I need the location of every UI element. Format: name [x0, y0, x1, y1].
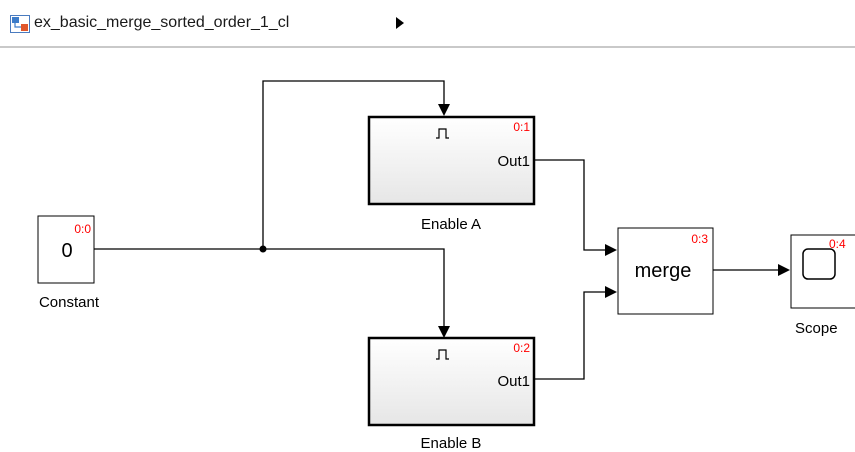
enable-a-sorted-order: 0:1	[513, 120, 530, 134]
enable-a-subsystem[interactable]: 0:1 Out1 Enable A	[367, 115, 536, 233]
arrow-merge-in1	[605, 244, 617, 256]
diagram-canvas[interactable]: 0 0:0 Constant 0:1 Out1 Enable A 0:2 Out…	[0, 48, 855, 452]
constant-value: 0	[61, 240, 72, 262]
enable-b-subsystem[interactable]: 0:2 Out1 Enable B	[367, 336, 536, 452]
chevron-right-icon[interactable]	[395, 16, 405, 30]
enable-b-name: Enable B	[421, 435, 482, 452]
enable-pulse-icon	[436, 349, 449, 360]
merge-block[interactable]: merge 0:3	[617, 227, 714, 315]
signal-lines	[94, 80, 780, 380]
toolbar-separator	[0, 46, 855, 48]
block-diagram: 0 0:0 Constant 0:1 Out1 Enable A 0:2 Out…	[37, 80, 855, 452]
enable-b-sorted-order: 0:2	[513, 341, 530, 355]
enable-pulse-icon	[436, 128, 449, 139]
scope-name: Scope	[795, 320, 838, 337]
arrow-merge-in2	[605, 286, 617, 298]
constant-sorted-order: 0:0	[74, 222, 91, 236]
enable-a-name: Enable A	[421, 216, 481, 233]
line-enable-b-to-merge[interactable]	[534, 291, 609, 380]
line-branch-to-enable-a[interactable]	[262, 80, 445, 249]
model-name-breadcrumb[interactable]: ex_basic_merge_sorted_order_1_cl	[34, 14, 290, 31]
scope-screen-icon	[802, 248, 836, 280]
model-toolbar: ex_basic_merge_sorted_order_1_cl	[0, 0, 855, 44]
scope-sorted-order: 0:4	[829, 237, 846, 251]
constant-name: Constant	[39, 294, 100, 311]
branch-point	[259, 245, 267, 253]
merge-sorted-order: 0:3	[691, 232, 708, 246]
simulink-model-icon[interactable]	[10, 15, 30, 33]
line-constant-to-enable-b[interactable]	[94, 248, 445, 334]
scope-block[interactable]: 0:4 Scope	[790, 234, 855, 337]
merge-label: merge	[635, 260, 692, 282]
line-enable-a-to-merge[interactable]	[534, 159, 609, 251]
arrowheads	[438, 104, 790, 338]
arrow-enable-a-trigger	[438, 104, 450, 116]
enable-a-out-port: Out1	[497, 153, 530, 170]
constant-block[interactable]: 0 0:0 Constant	[37, 215, 100, 311]
arrow-scope-in	[778, 264, 790, 276]
enable-b-out-port: Out1	[497, 373, 530, 390]
arrow-enable-b-trigger	[438, 326, 450, 338]
